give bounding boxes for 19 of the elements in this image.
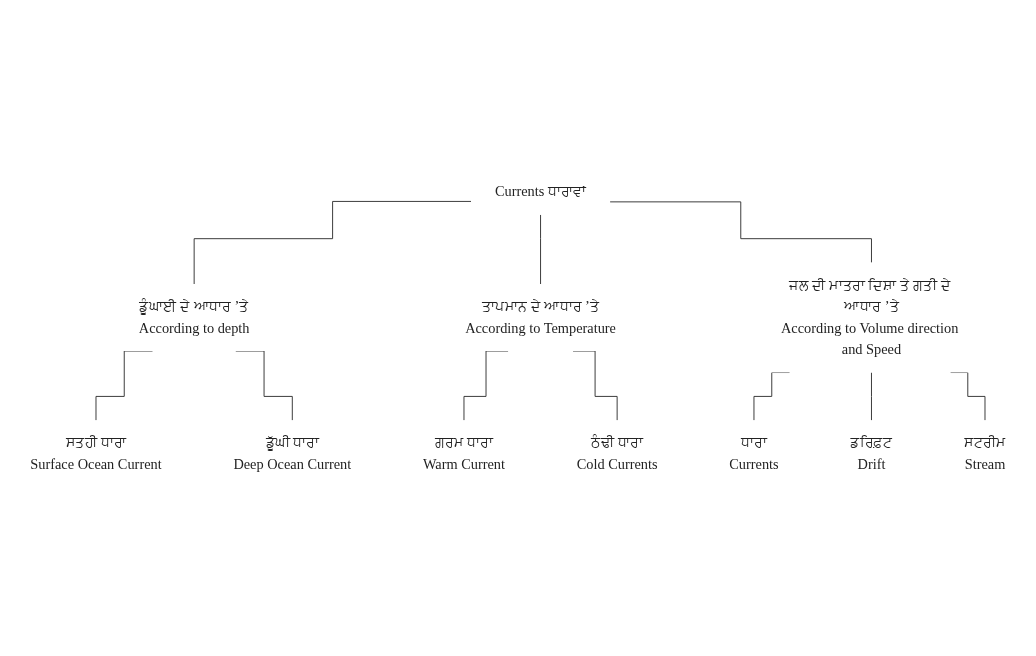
- connector: [572, 350, 618, 421]
- node-text: ਡੂੰਘਾਈ ਦੇ ਆਧਾਰ ’ਤੇ According to depth: [138, 298, 250, 336]
- node-text: ਡੂੱਘੀ ਧਾਰਾ Deep Ocean Current: [233, 434, 352, 472]
- node-text: ਜਲ ਦੀ ਮਾਤਰਾ ਦਿਸ਼ਾ ਤੇ ਗਤੀ ਦੇ ਆਧਾਰ ’ਤੇ According to Volume direction and Speed: [780, 276, 959, 358]
- node-text: ਡਰਿਫ਼ਟ Drift: [850, 434, 893, 472]
- connector: [609, 201, 872, 263]
- node-text: ਤਾਪਮਾਨ ਦੇ ਆਧਾਰ ’ਤੇ According to Temperature: [465, 298, 616, 336]
- connector: [235, 350, 293, 421]
- node-text: ਧਾਰਾ Currents: [729, 434, 779, 472]
- connector: [540, 214, 542, 285]
- connector: [463, 350, 509, 421]
- connector: [871, 371, 872, 421]
- connector: [95, 350, 153, 421]
- node-text: ਗਰਮ ਧਾਰਾ Warm Current: [422, 434, 506, 472]
- node-text: Currents ਧਾਰਾਵਾਂ: [494, 183, 587, 200]
- connector: [193, 200, 472, 285]
- node-text: ਠੰਢੀ ਧਾਰਾ Cold Currents: [576, 434, 658, 472]
- node-text: ਸਤਹੀ ਧਾਰਾ Surface Ocean Current: [30, 434, 162, 472]
- node-text: ਸਟਰੀਮ Stream: [964, 434, 1006, 472]
